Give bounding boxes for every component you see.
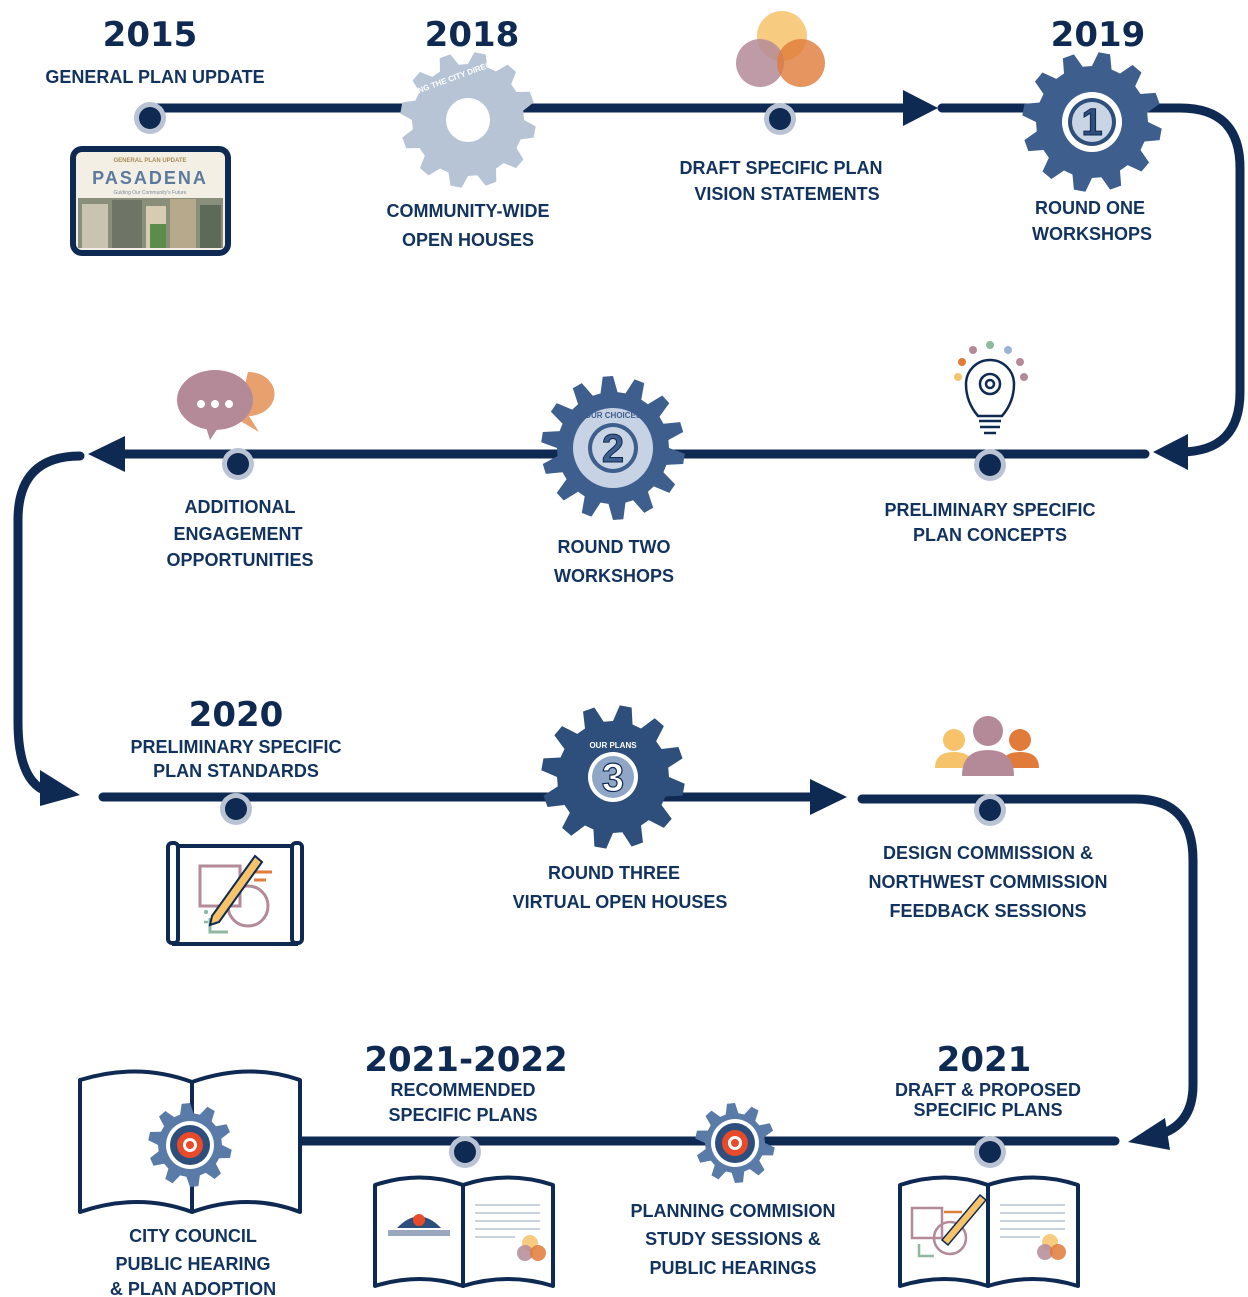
label-2021-2022: RECOMMENDED SPECIFIC PLANS xyxy=(388,1080,537,1125)
node-concepts xyxy=(974,449,1006,481)
pasadena-logo-icon: GENERAL PLAN UPDATE PASADENA Guiding Our… xyxy=(70,146,231,256)
timeline-nodes xyxy=(134,102,1006,1168)
svg-text:PRELIMINARY SPECIFIC: PRELIMINARY SPECIFIC xyxy=(884,500,1095,520)
svg-text:RECOMMENDED: RECOMMENDED xyxy=(390,1080,535,1100)
label-2021: DRAFT & PROPOSED SPECIFIC PLANS xyxy=(895,1080,1081,1120)
lightbulb-dots xyxy=(954,341,1028,381)
svg-text:COMMUNITY-WIDE: COMMUNITY-WIDE xyxy=(387,201,550,221)
svg-text:ROUND TWO: ROUND TWO xyxy=(558,537,671,557)
label-2018: COMMUNITY-WIDE OPEN HOUSES xyxy=(387,201,550,250)
gear-icon: SETTING THE CITY DIRECTION xyxy=(395,52,536,188)
year-2015: 2015 xyxy=(103,15,198,55)
gear-icon xyxy=(148,1103,232,1187)
svg-text:PUBLIC HEARING: PUBLIC HEARING xyxy=(115,1254,270,1274)
lightbulb-icon xyxy=(964,358,1016,435)
svg-text:SPECIFIC PLANS: SPECIFIC PLANS xyxy=(388,1105,537,1125)
people-icon xyxy=(935,716,1039,776)
year-2019: 2019 xyxy=(1051,15,1146,55)
svg-text:PLAN CONCEPTS: PLAN CONCEPTS xyxy=(913,525,1067,545)
gear-icon xyxy=(695,1103,775,1183)
svg-text:STUDY SESSIONS &: STUDY SESSIONS & xyxy=(645,1229,821,1249)
svg-text:WORKSHOPS: WORKSHOPS xyxy=(554,566,674,586)
svg-text:ROUND ONE: ROUND ONE xyxy=(1035,198,1145,218)
year-2021: 2021 xyxy=(937,1040,1032,1080)
venn-circles-icon xyxy=(736,11,825,87)
label-vision: DRAFT SPECIFIC PLAN VISION STATEMENTS xyxy=(679,158,882,204)
svg-text:FEEDBACK SESSIONS: FEEDBACK SESSIONS xyxy=(889,901,1086,921)
node-2021 xyxy=(974,1136,1006,1168)
svg-text:DRAFT SPECIFIC PLAN: DRAFT SPECIFIC PLAN xyxy=(679,158,882,178)
node-2020 xyxy=(220,793,252,825)
svg-text:PRELIMINARY SPECIFIC: PRELIMINARY SPECIFIC xyxy=(130,737,341,757)
svg-text:PLAN STANDARDS: PLAN STANDARDS xyxy=(153,761,319,781)
svg-text:VISION STATEMENTS: VISION STATEMENTS xyxy=(694,184,879,204)
year-2018: 2018 xyxy=(425,15,520,55)
chat-bubbles-icon xyxy=(177,370,275,440)
svg-text:OPEN HOUSES: OPEN HOUSES xyxy=(402,230,534,250)
label-concepts: PRELIMINARY SPECIFIC PLAN CONCEPTS xyxy=(884,500,1095,545)
gear-number-2: 2 xyxy=(602,427,624,471)
gear-icon: 3 OUR PLANS xyxy=(541,705,685,849)
svg-text:GENERAL PLAN UPDATE: GENERAL PLAN UPDATE xyxy=(45,67,264,87)
year-2021-2022: 2021-2022 xyxy=(364,1040,567,1080)
open-book-icon xyxy=(78,1069,302,1214)
label-2020: PRELIMINARY SPECIFIC PLAN STANDARDS xyxy=(130,737,341,781)
svg-text:DESIGN COMMISSION &: DESIGN COMMISSION & xyxy=(883,843,1093,863)
label-round2: ROUND TWO WORKSHOPS xyxy=(554,537,674,586)
label-council: CITY COUNCIL PUBLIC HEARING & PLAN ADOPT… xyxy=(110,1226,276,1297)
label-2019: ROUND ONE WORKSHOPS xyxy=(1032,198,1152,244)
svg-text:ADDITIONAL: ADDITIONAL xyxy=(185,497,296,517)
gear-ring-text: OUR CHOICES xyxy=(585,411,642,420)
blueprint-icon xyxy=(166,841,304,946)
svg-text:PLANNING COMMISION: PLANNING COMMISION xyxy=(631,1201,836,1221)
node-vision xyxy=(764,103,796,135)
gear-number-3: 3 xyxy=(602,756,624,800)
gear-icon: 1 xyxy=(1022,52,1162,192)
logo-main-text: PASADENA xyxy=(92,168,208,188)
node-engagement xyxy=(222,448,254,480)
node-commission xyxy=(974,794,1006,826)
svg-text:ROUND THREE: ROUND THREE xyxy=(548,863,680,883)
svg-text:OPPORTUNITIES: OPPORTUNITIES xyxy=(166,550,313,570)
svg-text:WORKSHOPS: WORKSHOPS xyxy=(1032,224,1152,244)
open-book-icon xyxy=(898,1175,1080,1288)
gear-ring-text: OUR PLANS xyxy=(589,741,637,750)
label-2015: GENERAL PLAN UPDATE xyxy=(45,67,264,87)
svg-text:VIRTUAL OPEN HOUSES: VIRTUAL OPEN HOUSES xyxy=(513,892,728,912)
svg-text:CITY COUNCIL: CITY COUNCIL xyxy=(129,1226,257,1246)
node-2015 xyxy=(134,102,166,134)
label-planning: PLANNING COMMISION STUDY SESSIONS & PUBL… xyxy=(631,1201,836,1278)
svg-text:NORTHWEST COMMISSION: NORTHWEST COMMISSION xyxy=(869,872,1108,892)
logo-top-text: GENERAL PLAN UPDATE xyxy=(113,158,186,164)
svg-text:& PLAN ADOPTION: & PLAN ADOPTION xyxy=(110,1279,276,1297)
year-2020: 2020 xyxy=(189,695,284,735)
svg-text:ENGAGEMENT: ENGAGEMENT xyxy=(173,524,302,544)
gear-icon: 2 OUR CHOICES xyxy=(541,376,685,520)
svg-text:DRAFT & PROPOSED: DRAFT & PROPOSED xyxy=(895,1080,1081,1100)
node-2122 xyxy=(449,1136,481,1168)
gear-number-1: 1 xyxy=(1081,102,1102,144)
open-book-icon xyxy=(373,1175,555,1288)
svg-text:SPECIFIC PLANS: SPECIFIC PLANS xyxy=(913,1100,1062,1120)
label-round3: ROUND THREE VIRTUAL OPEN HOUSES xyxy=(513,863,728,912)
logo-sub-text: Guiding Our Community's Future xyxy=(114,190,187,196)
svg-text:PUBLIC HEARINGS: PUBLIC HEARINGS xyxy=(649,1258,816,1278)
label-engagement: ADDITIONAL ENGAGEMENT OPPORTUNITIES xyxy=(166,497,313,570)
label-commission: DESIGN COMMISSION & NORTHWEST COMMISSION… xyxy=(869,843,1108,921)
